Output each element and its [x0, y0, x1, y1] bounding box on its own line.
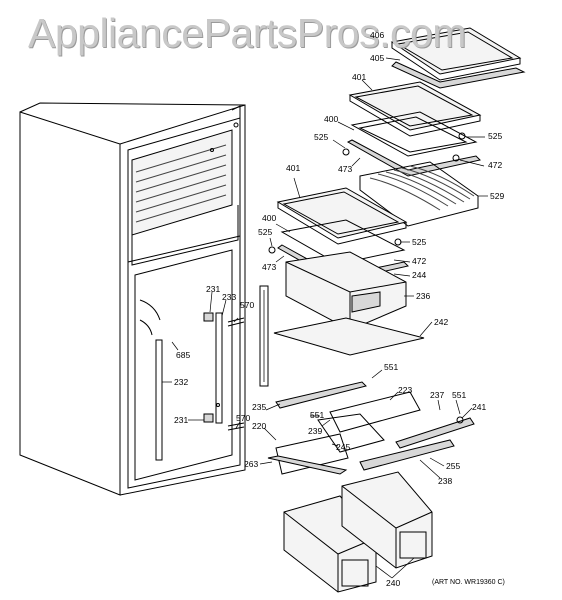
callout-551[interactable]: 551 — [384, 362, 399, 372]
callout-405[interactable]: 405 — [370, 53, 385, 63]
callout-473[interactable]: 473 — [262, 262, 277, 272]
callout-240[interactable]: 240 — [386, 578, 401, 588]
callout-241[interactable]: 241 — [472, 402, 487, 412]
crisper-drawer-236 — [285, 251, 407, 331]
callout-473[interactable]: 473 — [338, 164, 353, 174]
callout-570[interactable]: 570 — [240, 300, 255, 310]
callout-231[interactable]: 231 — [206, 284, 221, 294]
callout-235[interactable]: 235 — [252, 402, 267, 412]
crisper-drawers-240 — [283, 471, 433, 593]
callout-525[interactable]: 525 — [314, 132, 329, 142]
callout-401[interactable]: 401 — [286, 163, 301, 173]
callout-220[interactable]: 220 — [252, 421, 267, 431]
upper-shelf-401 — [348, 81, 482, 137]
refrigerator-cabinet — [19, 102, 246, 496]
callout-leaders — [162, 57, 488, 579]
callout-263[interactable]: 263 — [244, 459, 259, 469]
callout-239[interactable]: 239 — [308, 426, 323, 436]
callout-400[interactable]: 400 — [324, 114, 339, 124]
callout-401[interactable]: 401 — [352, 72, 367, 82]
callout-244[interactable]: 244 — [412, 270, 427, 280]
callout-525[interactable]: 525 — [412, 237, 427, 247]
callout-233[interactable]: 233 — [222, 292, 237, 302]
crisper-frame-assembly — [267, 381, 421, 475]
glass-insert-242 — [273, 317, 425, 356]
callout-242[interactable]: 242 — [434, 317, 449, 327]
art-number: (ART NO. WR19360 C) — [432, 579, 505, 586]
callout-472[interactable]: 472 — [488, 160, 503, 170]
callout-570[interactable]: 570 — [236, 413, 251, 423]
shelf-rail-233 — [203, 285, 269, 431]
top-shelf-assembly — [390, 27, 526, 89]
callout-551[interactable]: 551 — [310, 410, 325, 420]
callout-255[interactable]: 255 — [446, 461, 461, 471]
middle-shelf-401 — [276, 187, 408, 245]
callout-525[interactable]: 525 — [488, 131, 503, 141]
callout-529[interactable]: 529 — [490, 191, 505, 201]
callout-685[interactable]: 685 — [176, 350, 191, 360]
wire-shelf-529 — [359, 161, 479, 227]
callout-472[interactable]: 472 — [412, 256, 427, 266]
callout-400[interactable]: 400 — [262, 213, 277, 223]
callout-406[interactable]: 406 — [370, 30, 385, 40]
callout-237[interactable]: 237 — [430, 390, 445, 400]
callout-223[interactable]: 223 — [398, 385, 413, 395]
drawer-rail-238 — [359, 416, 475, 471]
site-watermark: AppliancePartsPros.com — [28, 10, 466, 56]
callout-238[interactable]: 238 — [438, 476, 453, 486]
callout-245[interactable]: 245 — [336, 442, 351, 452]
callout-232[interactable]: 232 — [174, 377, 189, 387]
callout-236[interactable]: 236 — [416, 291, 431, 301]
callout-551[interactable]: 551 — [452, 390, 467, 400]
callout-231[interactable]: 231 — [174, 415, 189, 425]
callout-525[interactable]: 525 — [258, 227, 273, 237]
